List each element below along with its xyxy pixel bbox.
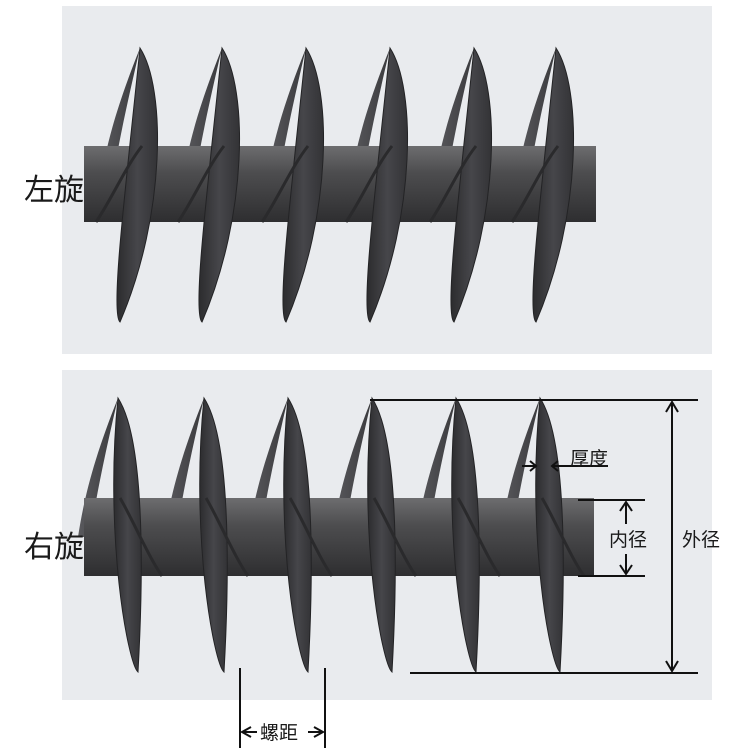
right-hand-label: 右旋 bbox=[24, 530, 84, 565]
pitch-label: 螺距 bbox=[260, 722, 298, 744]
helix-edge bbox=[372, 497, 418, 577]
helix-edge bbox=[456, 497, 502, 577]
flight-blade bbox=[450, 46, 493, 323]
left-hand-flights bbox=[84, 46, 596, 323]
pitch-arrow-right bbox=[313, 726, 326, 738]
flight-blade bbox=[532, 46, 575, 323]
helix-edge bbox=[94, 145, 144, 223]
helix-edge bbox=[118, 497, 164, 577]
inner-diameter-arrow-top bbox=[619, 500, 633, 512]
left-hand-label: 左旋 bbox=[24, 173, 84, 208]
helix-edge bbox=[260, 145, 310, 223]
flight-blade bbox=[198, 46, 241, 323]
thickness-label: 厚度 bbox=[570, 448, 608, 470]
flight-blade bbox=[199, 396, 228, 674]
helix-edge bbox=[540, 497, 586, 577]
inner-diameter-label: 内径 bbox=[609, 529, 647, 551]
helix-edge bbox=[204, 497, 250, 577]
shaft bbox=[84, 146, 596, 222]
outer-diameter-label: 外径 bbox=[682, 529, 720, 551]
helix-edge bbox=[510, 145, 560, 223]
flight-blade bbox=[116, 46, 159, 323]
outer-diameter-arrow-top bbox=[665, 400, 679, 413]
flight-blade bbox=[282, 46, 325, 323]
right-hand-screw-panel: 右旋 bbox=[24, 370, 712, 700]
pitch-arrow-left bbox=[239, 726, 252, 738]
flight-blade bbox=[366, 46, 409, 323]
left-hand-screw-panel: 左旋 bbox=[24, 6, 712, 354]
flight-blade bbox=[283, 396, 312, 674]
helix-edge bbox=[288, 497, 334, 577]
shaft bbox=[84, 498, 594, 576]
right-hand-flights bbox=[78, 396, 594, 674]
helix-edge bbox=[344, 145, 394, 223]
helix-edge bbox=[428, 145, 478, 223]
thickness-arrow-left bbox=[529, 460, 538, 472]
flight-blade bbox=[367, 396, 396, 674]
flight-blade bbox=[113, 396, 142, 674]
thickness-arrow-right bbox=[550, 460, 559, 472]
inner-diameter-arrow-bottom bbox=[619, 564, 633, 576]
helix-edge bbox=[176, 145, 226, 223]
outer-diameter-arrow-bottom bbox=[665, 660, 679, 673]
dimension-annotations bbox=[239, 399, 698, 748]
